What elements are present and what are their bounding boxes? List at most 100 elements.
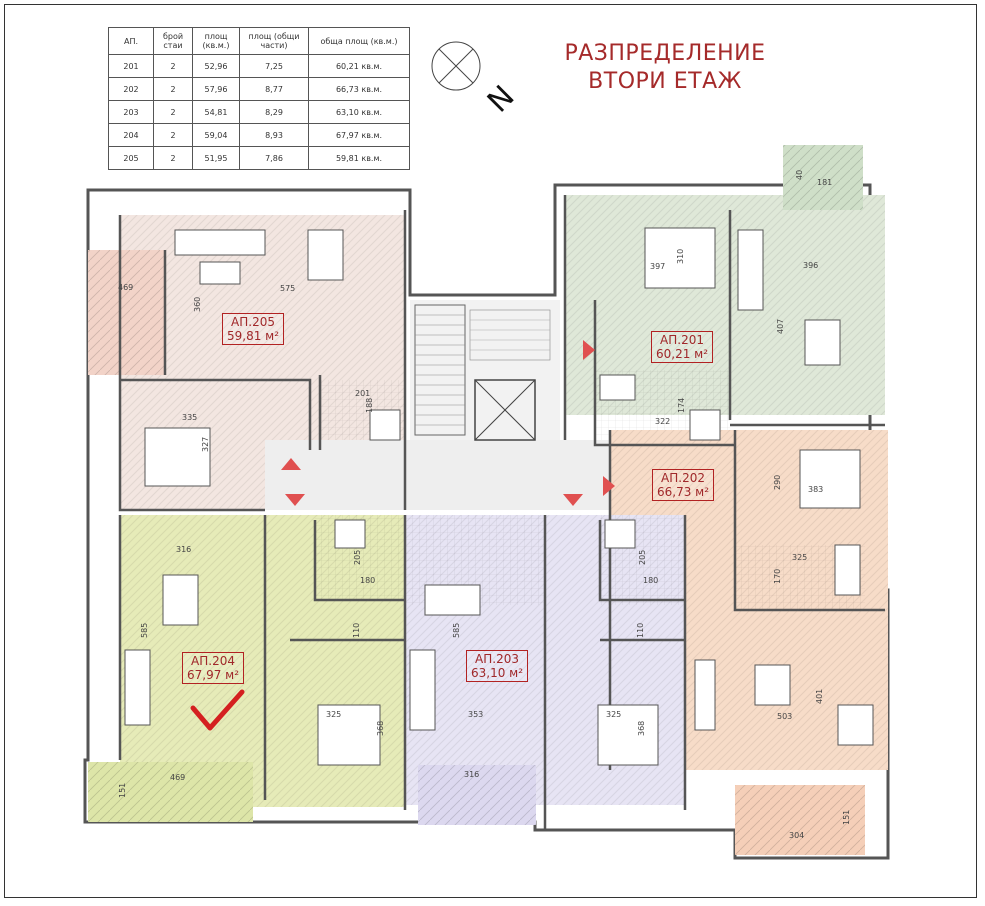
apartments-table: АП. брой стаи площ (кв.м.) площ (общи ча… bbox=[108, 27, 410, 170]
dimension-label: 327 bbox=[201, 436, 210, 452]
dimension-label: 304 bbox=[789, 831, 805, 840]
compass-icon: N bbox=[431, 41, 522, 120]
dimension-label: 575 bbox=[280, 284, 296, 293]
bed-icon bbox=[597, 704, 659, 766]
dimension-label: 316 bbox=[464, 770, 480, 779]
dimension-label: 407 bbox=[776, 318, 785, 334]
dimension-label: 503 bbox=[777, 712, 793, 721]
table-header-row: АП. брой стаи площ (кв.м.) площ (общи ча… bbox=[108, 27, 410, 55]
dimension-label: 205 bbox=[353, 549, 362, 565]
arrow-right-icon bbox=[583, 340, 595, 360]
sofa-icon bbox=[409, 649, 436, 731]
apartment-area: 66,73 м² bbox=[657, 485, 710, 499]
dimension-label: 205 bbox=[638, 549, 647, 565]
apartment-name: АП.201 bbox=[660, 333, 704, 347]
dimension-label: 40 bbox=[795, 169, 804, 180]
dining-table-icon bbox=[804, 319, 841, 366]
apartment-label-202: АП.202 66,73 м² bbox=[652, 469, 715, 501]
shower-icon bbox=[689, 409, 721, 441]
dimension-label: 353 bbox=[468, 710, 484, 719]
shower-icon bbox=[334, 519, 366, 549]
bed-icon bbox=[644, 227, 716, 289]
page-frame bbox=[4, 4, 977, 898]
table-cell: 7,86 bbox=[239, 146, 309, 170]
table-cell: 8,29 bbox=[239, 100, 309, 124]
table-cell: 8,93 bbox=[239, 123, 309, 147]
col-header: площ (кв.м.) bbox=[192, 27, 240, 55]
bathtub-icon bbox=[599, 374, 636, 401]
dimension-label: 310 bbox=[676, 248, 685, 264]
bed-icon bbox=[317, 704, 381, 766]
table-cell: 59,81 кв.м. bbox=[308, 146, 410, 170]
apartment-area: 59,81 м² bbox=[227, 329, 280, 343]
dimension-label: 325 bbox=[792, 553, 808, 562]
dimension-label: 325 bbox=[606, 710, 622, 719]
table-cell: 52,96 bbox=[192, 54, 240, 78]
arrow-right-icon bbox=[603, 476, 615, 496]
apartment-name: АП.204 bbox=[191, 654, 235, 668]
arrow-up-icon bbox=[281, 458, 301, 470]
table-cell: 2 bbox=[153, 146, 193, 170]
dimension-label: 335 bbox=[182, 413, 198, 422]
table-cell: 59,04 bbox=[192, 123, 240, 147]
sofa-icon bbox=[737, 229, 764, 311]
dimension-label: 368 bbox=[637, 720, 646, 736]
dimension-label: 360 bbox=[193, 296, 202, 312]
north-label: N bbox=[481, 79, 522, 120]
sofa-icon bbox=[124, 649, 151, 726]
table-icon bbox=[199, 261, 241, 285]
apartment-name: АП.202 bbox=[661, 471, 705, 485]
furniture bbox=[124, 227, 874, 766]
dimension-label: 180 bbox=[643, 576, 659, 585]
dimension-label: 110 bbox=[352, 622, 361, 638]
shower-icon bbox=[369, 409, 401, 441]
dimension-label: 110 bbox=[636, 622, 645, 638]
shower-icon bbox=[834, 544, 861, 596]
dimension-label: 170 bbox=[773, 568, 782, 584]
apartment-area: 67,97 м² bbox=[187, 668, 240, 682]
arrow-down-icon bbox=[563, 494, 583, 506]
dining-table-icon bbox=[162, 574, 199, 626]
common-area bbox=[265, 300, 610, 510]
dimension-label: 322 bbox=[655, 417, 671, 426]
dimension-label: 316 bbox=[176, 545, 192, 554]
dimension-label: 469 bbox=[170, 773, 186, 782]
dimension-label: 290 bbox=[773, 474, 782, 490]
apartment-label-205: АП.205 59,81 м² bbox=[222, 313, 285, 345]
dining-table-icon bbox=[307, 229, 344, 281]
shower-icon bbox=[604, 519, 636, 549]
table-cell: 2 bbox=[153, 77, 193, 101]
dimension-label: 151 bbox=[118, 782, 127, 798]
title-line-1: РАЗПРЕДЕЛЕНИЕ bbox=[564, 41, 766, 66]
apartment-label-204: АП.204 67,97 м² bbox=[182, 652, 245, 684]
table-cell: 51,95 bbox=[192, 146, 240, 170]
dimension-label: 383 bbox=[808, 485, 824, 494]
apartment-area: 63,10 м² bbox=[471, 666, 524, 680]
table-cell: 54,81 bbox=[192, 100, 240, 124]
table-cell: 7,25 bbox=[239, 54, 309, 78]
dining-table-icon bbox=[424, 584, 481, 616]
dining-table-icon bbox=[837, 704, 874, 746]
dimension-label: 396 bbox=[803, 261, 819, 270]
table-cell: 2 bbox=[153, 54, 193, 78]
apartment-label-201: АП.201 60,21 м² bbox=[651, 331, 714, 363]
dimension-label: 469 bbox=[118, 283, 134, 292]
apartment-name: АП.203 bbox=[475, 652, 519, 666]
title-line-2: ВТОРИ ЕТАЖ bbox=[588, 69, 742, 94]
table-cell: 66,73 кв.м. bbox=[308, 77, 410, 101]
bed-icon bbox=[144, 427, 211, 487]
dimension-label: 174 bbox=[677, 397, 686, 413]
apartment-area: 60,21 м² bbox=[656, 347, 709, 361]
dimension-label: 401 bbox=[815, 688, 824, 704]
dimension-label: 180 bbox=[360, 576, 376, 585]
dimension-label: 151 bbox=[842, 809, 851, 825]
dimension-label: 188 bbox=[365, 397, 374, 413]
dimension-label: 585 bbox=[452, 622, 461, 638]
dimension-label: 368 bbox=[376, 720, 385, 736]
apartment-name: АП.205 bbox=[231, 315, 275, 329]
sofa-icon bbox=[694, 659, 716, 731]
dimension-label: 397 bbox=[650, 262, 666, 271]
